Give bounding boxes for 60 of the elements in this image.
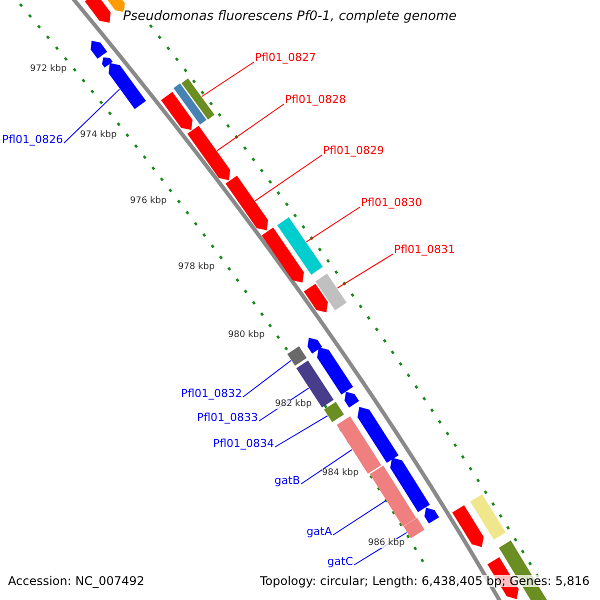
feature-block — [287, 346, 307, 366]
leader-line — [201, 62, 254, 97]
feature-block — [370, 466, 416, 526]
gene-block — [187, 126, 230, 180]
leader-line — [300, 449, 352, 484]
gene-label: Pfl01_0827 — [255, 52, 316, 63]
feature-block — [174, 83, 206, 125]
title: Pseudomonas fluorescens Pf0-1, complete genome — [123, 10, 457, 23]
gene-block — [108, 63, 146, 110]
gene-block — [344, 392, 360, 408]
gene-label: Pfl01_0832 — [180, 388, 242, 399]
gene-block — [84, 0, 111, 23]
leader-line — [306, 206, 360, 242]
gene-block — [452, 505, 484, 548]
gene-block — [424, 508, 440, 524]
gene-block — [161, 92, 192, 130]
gene-label: gatC — [327, 556, 353, 567]
info-text: Topology: circular; Length: 6,438,405 bp; Genes: 5,816 — [260, 575, 590, 587]
gene-label: gatB — [274, 475, 300, 486]
gene-block — [226, 176, 268, 230]
feature-block — [470, 494, 506, 540]
scale-label: 982 kbp — [275, 400, 312, 409]
scale-label: 978 kbp — [178, 263, 215, 272]
gene-label: Pfl01_0830 — [361, 197, 422, 208]
gene-block — [317, 347, 354, 395]
gene-label: Pfl01_0829 — [323, 145, 384, 156]
gene-block — [262, 228, 304, 283]
leader-line — [332, 500, 386, 536]
scale-label: 984 kbp — [322, 469, 359, 478]
gene-label: Pfl01_0834 — [212, 438, 274, 449]
scale-label: 976 kbp — [130, 197, 167, 206]
leader-line — [336, 254, 394, 289]
feature-block — [182, 78, 214, 120]
gene-block — [358, 406, 399, 463]
gene-block — [390, 458, 430, 512]
scale-label: 986 kbp — [368, 539, 405, 548]
feature-block — [296, 360, 334, 408]
gene-label: Pfl01_0828 — [285, 94, 346, 105]
gene-label: Pfl01_0833 — [196, 412, 258, 423]
feature-block — [324, 402, 344, 422]
gene-block — [304, 284, 328, 312]
gene-block — [107, 0, 125, 12]
gene-label: Pfl01_0826 — [2, 134, 63, 145]
leader-line — [254, 154, 322, 202]
scale-label: 972 kbp — [30, 65, 67, 74]
leader-line — [242, 360, 292, 398]
scale-label: 974 kbp — [80, 131, 117, 140]
gene-label: gatA — [306, 526, 332, 537]
feature-block — [315, 274, 347, 310]
info-text: Accession: NC_007492 — [8, 575, 144, 587]
leader-line — [216, 104, 284, 152]
leader-line — [274, 415, 328, 448]
gene-block — [90, 40, 108, 59]
feature-block — [404, 518, 424, 538]
leader-line — [64, 88, 120, 144]
feature-block — [277, 217, 323, 275]
gene-label: Pfl01_0831 — [394, 244, 456, 255]
gene-block — [102, 57, 113, 68]
scale-label: 980 kbp — [228, 331, 265, 340]
gene-block — [308, 338, 322, 354]
